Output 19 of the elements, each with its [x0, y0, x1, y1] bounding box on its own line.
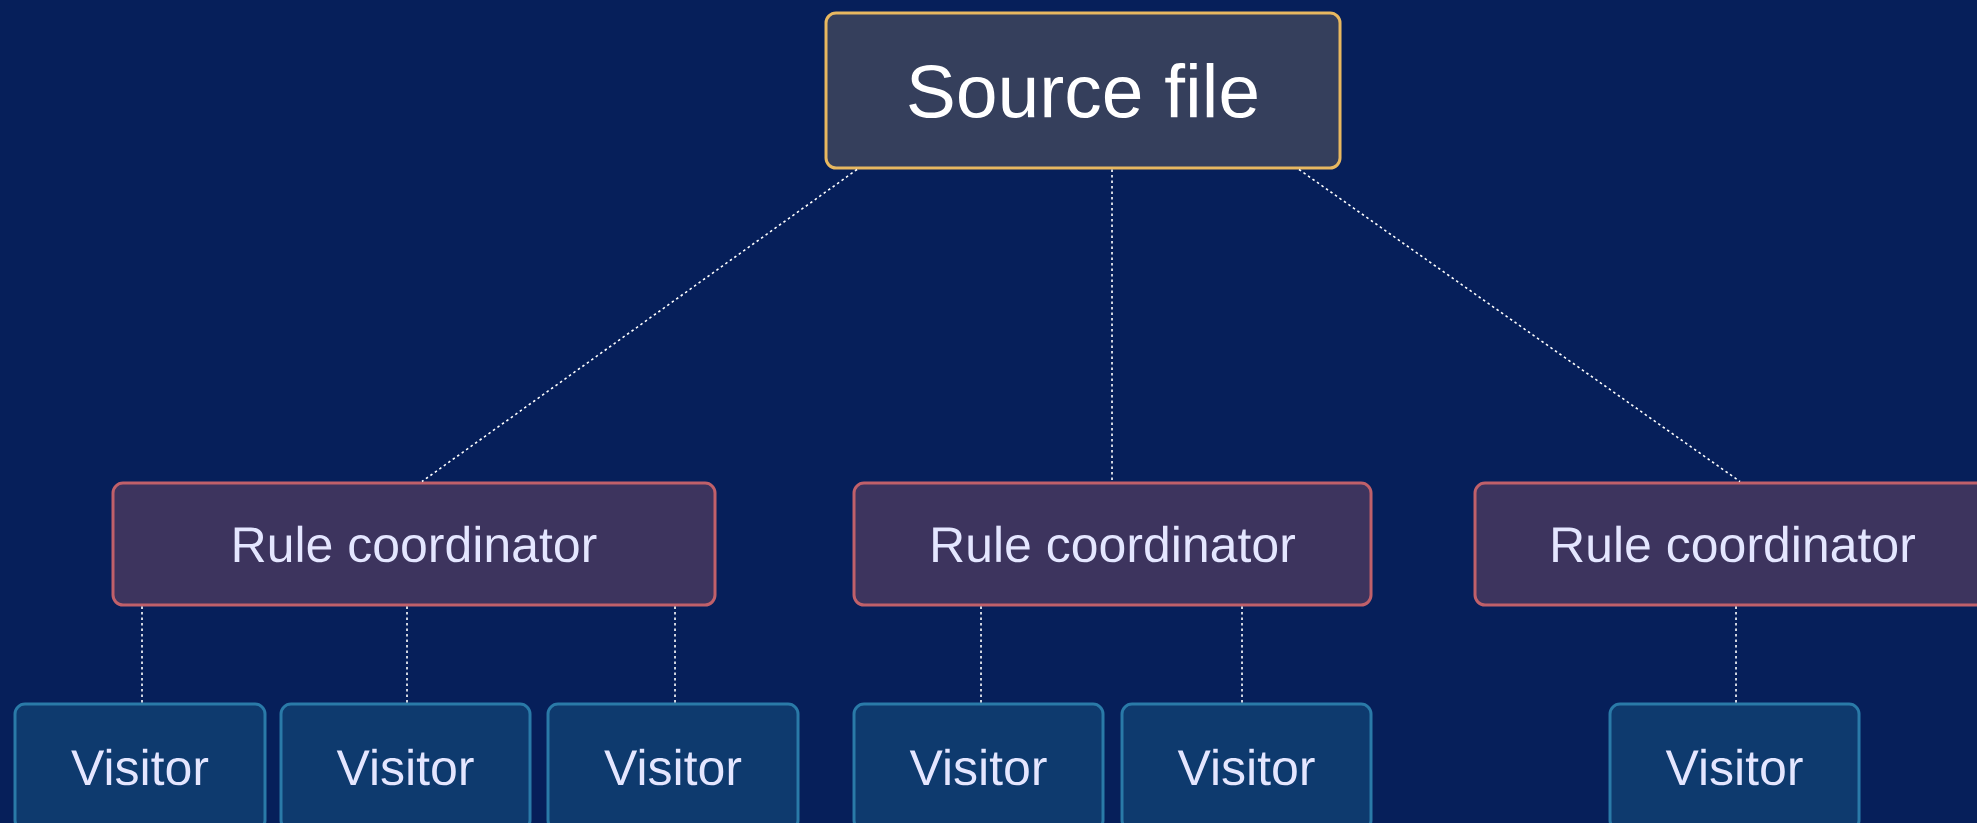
- connector-line: [980, 605, 982, 704]
- visitor-box: Visitor: [852, 702, 1105, 823]
- connector-line: [1111, 168, 1113, 483]
- coordinator-box: Rule coordinator: [852, 481, 1373, 607]
- visitor-box: Visitor: [1608, 702, 1861, 823]
- connector-line: [421, 168, 858, 483]
- connector-line: [406, 605, 408, 704]
- visitor-box: Visitor: [13, 702, 267, 823]
- connector-line: [1241, 605, 1243, 704]
- coordinator-box: Rule coordinator: [111, 481, 717, 607]
- connector-line: [674, 605, 676, 704]
- connector-line: [141, 605, 143, 704]
- visitor-box: Visitor: [1120, 702, 1373, 823]
- coordinator-box: Rule coordinator: [1473, 481, 1977, 607]
- source-box: Source file: [824, 11, 1342, 170]
- connector-line: [1735, 605, 1737, 704]
- connector-line: [1298, 168, 1741, 483]
- visitor-box: Visitor: [279, 702, 532, 823]
- visitor-box: Visitor: [546, 702, 800, 823]
